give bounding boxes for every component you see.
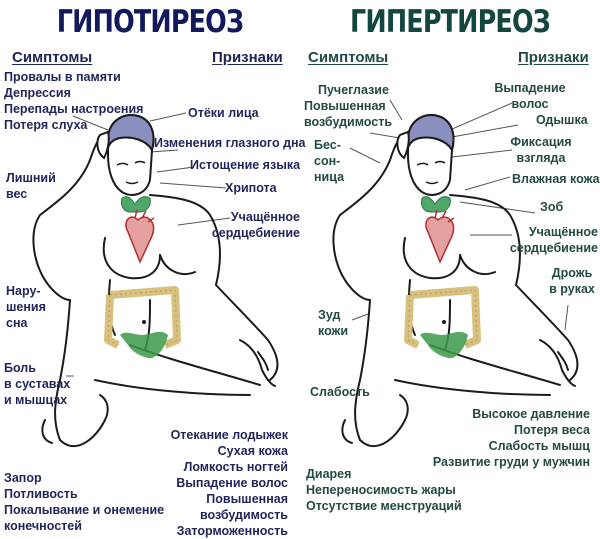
hypothyroidism-panel: ГИПОТИРЕОЗ Симптомы Признаки Провалы в п… (0, 0, 306, 539)
symptom-item: Покалывание и онемение (4, 503, 165, 517)
sign-item: Потеря веса (514, 423, 590, 437)
sign-facial-edema: Отёки лица (188, 106, 259, 120)
symptom-line: и мышцах (4, 393, 68, 407)
sign-item: Ломкость ногтей (183, 460, 288, 474)
symptom-item: Потеря слуха (4, 118, 88, 132)
symptom-itchy-skin: Зуд кожи (318, 307, 348, 339)
signs-bottom-list: Высокое давление Потеря веса Слабость мы… (433, 406, 590, 470)
sign-tachycardia: Учащённое сердцебиение (212, 209, 300, 241)
sign-item: Слабость мышц (488, 439, 590, 453)
symptom-item: Отсутствие менструаций (306, 499, 462, 513)
sign-line: взгляда (516, 151, 566, 165)
symptoms-header: Симптомы (308, 49, 389, 66)
sign-item: возбудимость (199, 508, 288, 522)
symptom-line: кожи (318, 324, 349, 338)
symptom-exophthalmos: Пучеглазие (318, 83, 389, 97)
symptom-line: возбудимость (304, 115, 393, 129)
hyperthyroidism-panel: ГИПЕРТИРЕОЗ Симптомы Признаки Пучеглазие… (300, 0, 600, 538)
head (407, 114, 455, 196)
symptom-line: Повышенная (304, 99, 386, 113)
symptom-line: в суставах (4, 377, 71, 391)
symptom-item: Перепады настроения (4, 102, 144, 116)
symptom-line: Нару- (6, 284, 41, 298)
heart-illustration (425, 209, 455, 264)
symptom-line: сна (6, 316, 28, 330)
symptom-item: Диарея (306, 467, 352, 481)
heart-illustration (125, 209, 155, 264)
body-outline (332, 135, 579, 447)
sign-line: сердцебиение (509, 241, 598, 255)
symptom-line: Зуд (318, 308, 341, 322)
sign-line: Фиксация (510, 135, 572, 149)
symptom-weakness: Слабость (310, 385, 370, 399)
sign-item: Заторможенность (176, 524, 288, 538)
symptom-item: Провалы в памяти (4, 70, 121, 84)
symptom-item: Непереносимость жары (306, 483, 456, 497)
symptom-item: Запор (4, 471, 42, 485)
sign-fundus-changes: Изменения глазного дна (154, 136, 306, 150)
symptom-item: конечностей (4, 519, 82, 533)
sign-line: Учащённое (230, 210, 300, 224)
symptom-item: Депрессия (4, 86, 71, 100)
sign-line: волос (511, 97, 549, 111)
signs-header: Признаки (212, 49, 283, 66)
symptom-sleep-disorder: Нару- шения сна (6, 283, 46, 331)
symptom-line: Бес- (314, 138, 341, 152)
symptom-line: сон- (314, 154, 341, 168)
signs-bottom-list: Отекание лодыжек Сухая кожа Ломкость ног… (171, 427, 288, 539)
body-figure-illustration (332, 99, 579, 447)
sign-item: Высокое давление (472, 407, 590, 421)
sign-line: сердцебиение (211, 226, 300, 240)
sign-line: Дрожь (551, 266, 593, 280)
sign-hoarseness: Хрипота (225, 181, 277, 195)
symptom-joint-pain: Боль в суставах и мышцах (4, 360, 70, 408)
hypothyroidism-title: ГИПОТИРЕОЗ (56, 4, 244, 40)
sign-hair-loss: Выпадение волос (488, 80, 572, 112)
sign-line: Выпадение (494, 81, 566, 95)
leader-lines (349, 99, 569, 331)
symptom-insomnia: Бес- сон- ница (314, 137, 344, 185)
sign-item: Развитие груди у мужчин (432, 455, 590, 469)
sign-line: Учащённое (528, 225, 598, 239)
symptom-line: Лишний (6, 171, 56, 185)
head (107, 114, 155, 196)
sign-item: Сухая кожа (217, 444, 288, 458)
symptom-overweight: Лишний вес (6, 170, 56, 202)
symptoms-bottom-list: Запор Потливость Покалывание и онемение … (4, 470, 164, 534)
leader-lines (66, 112, 231, 377)
sign-hand-tremor: Дрожь в руках (544, 265, 600, 297)
sign-dyspnea: Одышка (536, 113, 588, 127)
sign-goiter: Зоб (540, 200, 564, 214)
sign-item: Выпадение волос (176, 476, 288, 490)
sign-item: Повышенная (206, 492, 288, 506)
sign-fixed-gaze: Фиксация взгляда (506, 134, 576, 166)
symptoms-bottom-list: Диарея Непереносимость жары Отсутствие м… (306, 466, 462, 514)
sign-tachycardia: Учащённое сердцебиение (510, 224, 598, 256)
sign-line: в руках (549, 282, 595, 296)
body-figure-illustration (32, 112, 279, 447)
hyperthyroidism-title: ГИПЕРТИРЕОЗ (349, 4, 551, 40)
symptom-line: вес (6, 187, 28, 201)
sign-moist-skin: Влажная кожа (512, 172, 600, 186)
symptom-line: Боль (4, 361, 36, 375)
signs-header: Признаки (518, 49, 589, 66)
symptom-item: Потливость (4, 487, 78, 501)
symptom-line: ница (314, 170, 345, 184)
symptom-line: шения (6, 300, 46, 314)
sign-item: Отекание лодыжек (170, 428, 288, 442)
symptoms-header: Симптомы (12, 49, 93, 66)
sign-tongue-depletion: Истощение языка (190, 158, 301, 172)
symptom-excitability: Повышенная возбудимость (304, 98, 392, 130)
symptoms-top-list: Провалы в памяти Депрессия Перепады наст… (4, 69, 143, 133)
